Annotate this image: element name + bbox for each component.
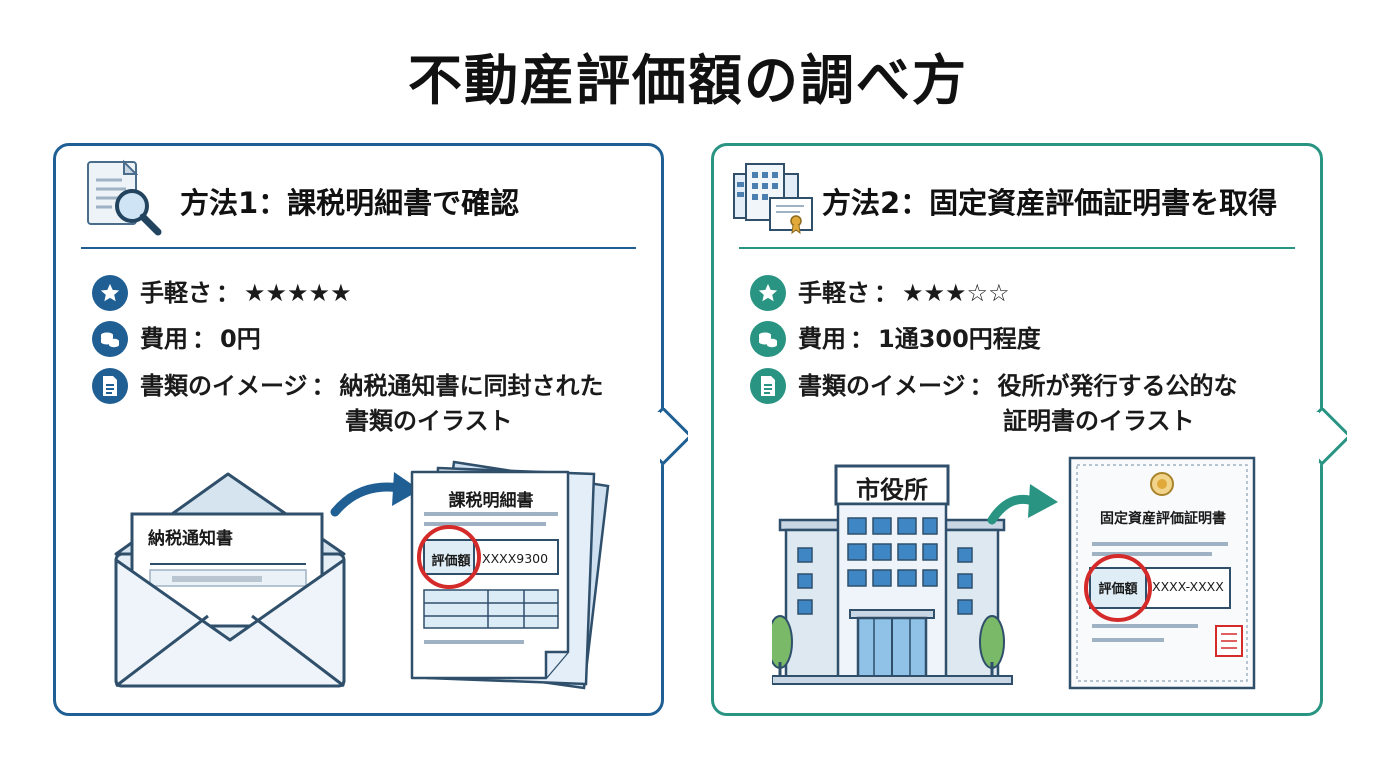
highlight-circle: [417, 525, 481, 589]
tax-statement-illustration: [410, 460, 610, 690]
ease-label: 手軽さ: [798, 279, 870, 307]
arrow-icon: [330, 482, 405, 517]
document-search-icon: [87, 159, 162, 236]
method2-divider: [739, 247, 1295, 249]
sheet-title: 課税明細書: [448, 491, 534, 511]
sheet-field-label: 評価額: [431, 554, 471, 569]
cost-value: 0円: [220, 325, 261, 353]
sheet-field-value: XXXX9300: [482, 551, 549, 566]
method1-card: 方法1：課税明細書で確認 手軽さ：★★★★★ 費用：0円 書類のイメージ：納税通…: [53, 143, 688, 716]
certificate-illustration: [1068, 456, 1256, 690]
certificate-field-label: 評価額: [1098, 582, 1138, 597]
building-certificate-icon: [733, 163, 813, 235]
method1-ease-row: 手軽さ：★★★★★: [92, 275, 352, 311]
doc-value-line2: 書類のイラスト: [345, 407, 513, 435]
method1-doc-row: 書類のイメージ：納税通知書に同封された 書類のイラスト: [92, 368, 604, 438]
highlight-circle: [1084, 554, 1152, 622]
envelope-illustration: [114, 472, 420, 688]
envelope-label: 納税通知書: [148, 529, 233, 549]
method1-cost-row: 費用：0円: [92, 321, 261, 357]
star-icon: [750, 275, 786, 311]
star-icon: [92, 275, 128, 311]
cost-value: 1通300円程度: [878, 325, 1041, 353]
certificate-title: 固定資産評価証明書: [1100, 511, 1226, 527]
method1-heading: 方法1：課税明細書で確認: [180, 186, 520, 220]
ease-rating: ★★★☆☆: [902, 279, 1010, 307]
method2-card: 方法2：固定資産評価証明書を取得 手軽さ：★★★☆☆ 費用：1通300円程度 書…: [711, 143, 1347, 716]
coins-icon: [750, 321, 786, 357]
doc-label: 書類のイメージ: [798, 372, 966, 400]
doc-value-line2: 証明書のイラスト: [1003, 407, 1195, 435]
doc-value-line1: 納税通知書に同封された: [339, 372, 604, 400]
cost-label: 費用: [798, 325, 846, 353]
doc-label: 書類のイメージ: [140, 372, 308, 400]
method1-divider: [81, 247, 636, 249]
building-sign: 市役所: [856, 476, 928, 504]
ease-label: 手軽さ: [140, 279, 212, 307]
cost-label: 費用: [140, 325, 188, 353]
city-hall-illustration: [772, 464, 1058, 685]
ease-rating: ★★★★★: [244, 279, 352, 307]
method2-ease-row: 手軽さ：★★★☆☆: [750, 275, 1010, 311]
page-title: 不動産評価額の調べ方: [408, 49, 968, 112]
method2-cost-row: 費用：1通300円程度: [750, 321, 1041, 357]
method2-heading: 方法2：固定資産評価証明書を取得: [822, 186, 1278, 220]
method2-doc-row: 書類のイメージ：役所が発行する公的な 証明書のイラスト: [750, 368, 1238, 438]
doc-value-line1: 役所が発行する公的な: [997, 372, 1238, 400]
coins-icon: [92, 321, 128, 357]
document-icon: [750, 368, 786, 404]
certificate-field-value: XXXX-XXXX: [1152, 579, 1224, 594]
document-icon: [92, 368, 128, 404]
